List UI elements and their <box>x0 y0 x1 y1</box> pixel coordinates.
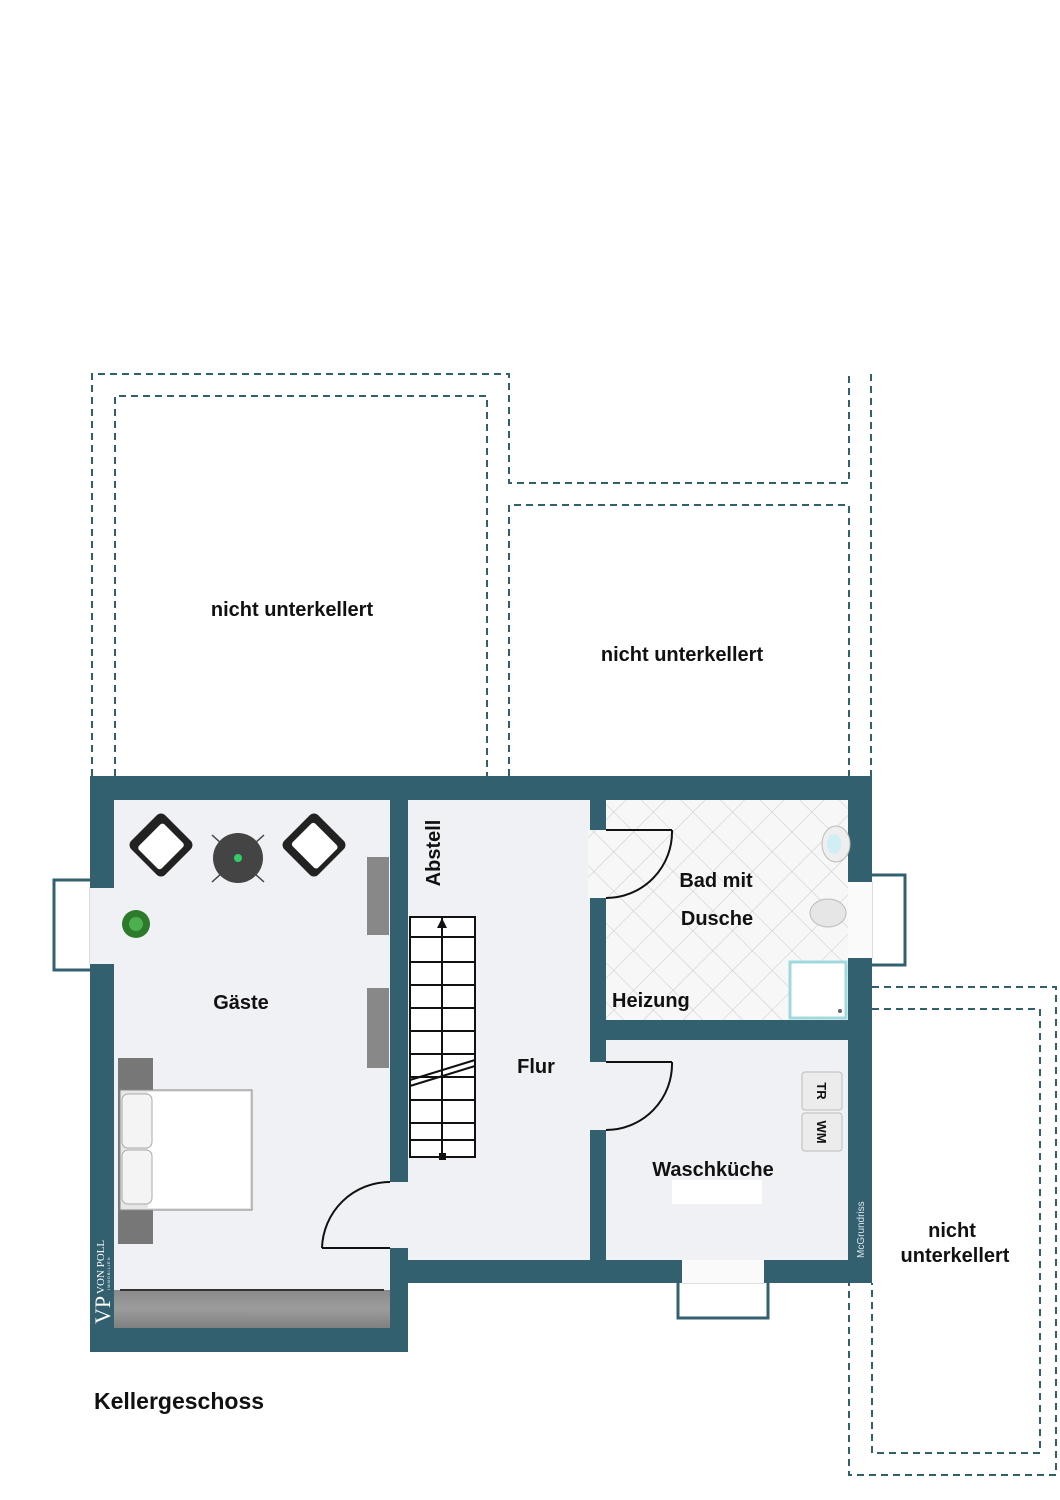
credit-label: McGrundriss <box>856 1201 867 1258</box>
shower-icon <box>788 960 848 1020</box>
armchair-icon <box>282 813 346 877</box>
room-label-waschkueche: Waschküche <box>652 1159 774 1181</box>
appliances: TR WM <box>672 1071 843 1204</box>
unexcavated-outlines <box>91 373 1057 1476</box>
room-gaeste-floor <box>114 800 390 1328</box>
dryer-icon <box>801 1071 843 1111</box>
unexcavated-label-right-2: unterkellert <box>901 1245 1010 1267</box>
armchair-icon <box>129 813 193 877</box>
washer-icon <box>801 1112 843 1152</box>
dryer-label: TR <box>814 1082 829 1100</box>
room-label-flur: Flur <box>517 1056 555 1078</box>
room-label-bad-1: Bad mit <box>679 870 753 892</box>
svg-text:VP: VP <box>90 1296 115 1324</box>
toilet-icon <box>809 898 847 928</box>
svg-text:VON POLL: VON POLL <box>95 1240 107 1294</box>
bed-icon <box>118 1058 253 1244</box>
unexcavated-label-right-1: nicht <box>928 1220 976 1242</box>
staircase <box>409 916 476 1160</box>
shelf-icon <box>367 988 389 1068</box>
furniture <box>114 813 390 1328</box>
table-icon <box>211 833 265 883</box>
stair-arrow-icon <box>437 918 447 928</box>
unexcavated-label-left: nicht unterkellert <box>211 599 374 621</box>
room-label-bad-2: Dusche <box>681 908 753 930</box>
shelf-icon <box>367 857 389 935</box>
svg-text:IMMOBILIEN: IMMOBILIEN <box>106 1256 111 1290</box>
room-label-gaeste: Gäste <box>213 992 269 1014</box>
plan-title: Kellergeschoss <box>94 1388 264 1414</box>
wardrobe-icon <box>114 1290 390 1328</box>
unexcavated-label-middle: nicht unterkellert <box>601 644 764 666</box>
floors <box>90 800 872 1328</box>
doors <box>321 829 674 1249</box>
room-label-heizung: Heizung <box>612 990 690 1012</box>
von-poll-logo: VP VON POLL IMMOBILIEN <box>90 1240 115 1324</box>
room-label-abstell: Abstell <box>423 820 445 887</box>
bath-fixtures <box>788 825 851 1020</box>
washer-label: WM <box>814 1120 829 1143</box>
plant-icon <box>122 910 150 938</box>
